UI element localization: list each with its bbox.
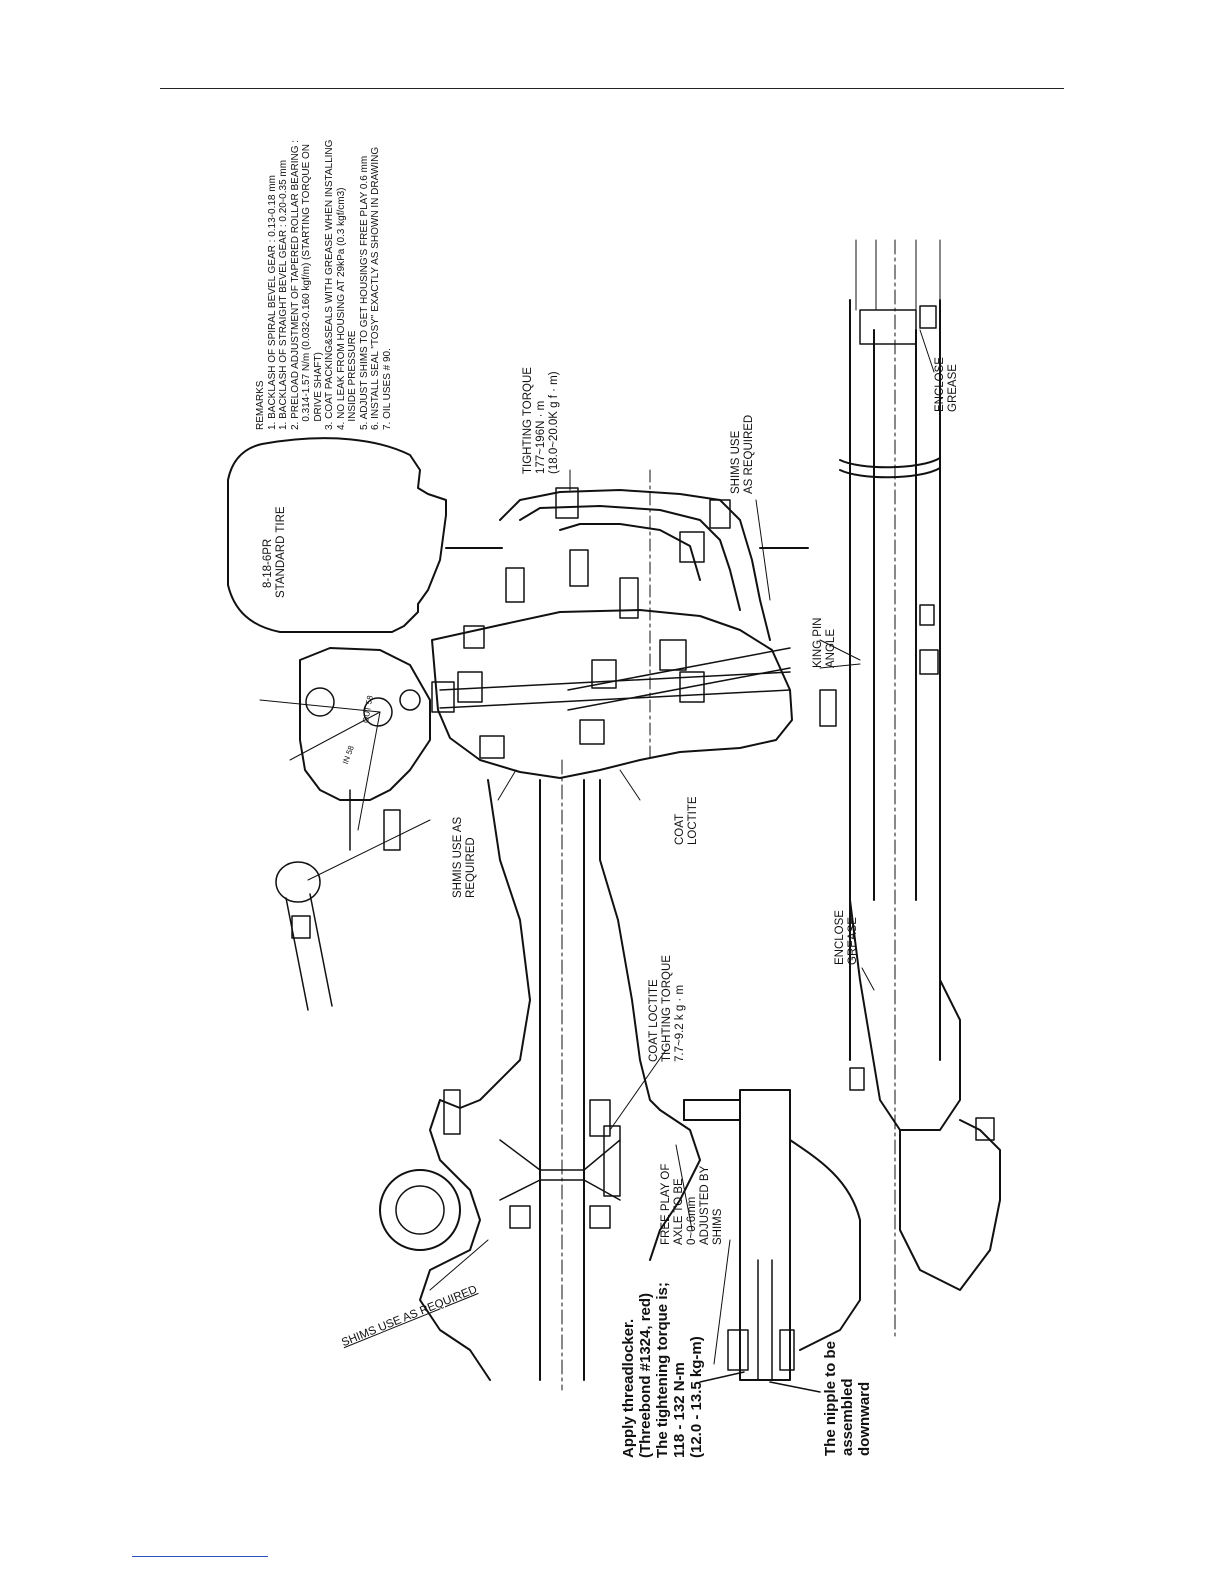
label-line: ADJUSTED BY bbox=[699, 1165, 711, 1245]
hub-housing bbox=[431, 609, 793, 779]
label-line: REQUIRED bbox=[465, 837, 477, 898]
remarks-item: 3. COAT PACKING&SEALS WITH GREASE WHEN I… bbox=[324, 139, 335, 430]
label-line: downward bbox=[856, 1381, 873, 1456]
remarks-item: 0.314-1.57 N/m (0.032-0.160 kgf/m) (STAR… bbox=[301, 143, 312, 430]
tighting-torque-top-label: TIGHTING TORQUE 177~196N · m (18.0~20.0K… bbox=[522, 367, 561, 474]
king-pin-angle-label: KING PIN ANGLE bbox=[812, 618, 838, 668]
remarks-block: REMARKS 1. BACKLASH OF SPIRAL BEVEL GEAR… bbox=[255, 140, 393, 430]
label-line: ANGLE bbox=[825, 629, 837, 668]
label-line: 7.7~9.2 k g · m bbox=[674, 984, 686, 1062]
tire-size: 8-18-6PR bbox=[262, 538, 274, 588]
label-line: (12.0 - 13.5 kg-m) bbox=[688, 1336, 705, 1458]
remarks-item: DRIVE SHAFT) bbox=[312, 352, 324, 430]
label-line: SHIMS USE bbox=[730, 430, 742, 494]
lower-hub bbox=[739, 1089, 791, 1381]
label-line: ENCLOSE bbox=[934, 357, 946, 412]
label-line: SHMIS USE AS bbox=[452, 816, 464, 898]
header-rule bbox=[160, 88, 1064, 89]
label-line: LOCTITE bbox=[687, 796, 699, 845]
coat-loctite-label: COAT LOCTITE bbox=[674, 796, 700, 845]
remarks-item: 2. PRELOAD ADJUSTMENT OF TAPERED ROLLAR … bbox=[289, 139, 301, 430]
label-line: KING PIN bbox=[812, 617, 824, 668]
upper-housing bbox=[499, 489, 771, 641]
nipple-note: The nipple to be assembled downward bbox=[822, 1341, 873, 1456]
remarks-title: REMARKS bbox=[255, 380, 266, 430]
tire-type: STANDARD TIRE bbox=[275, 506, 287, 598]
enclose-grease-right-label: ENCLOSE GREASE bbox=[934, 357, 960, 412]
torque-kgfm: (18.0~20.0K g f · m) bbox=[548, 371, 560, 474]
label-line: Apply threadlocker. bbox=[620, 1318, 637, 1458]
label-line: The tightening torque is; bbox=[654, 1282, 671, 1458]
steering-arm bbox=[299, 647, 431, 801]
label-line: COAT LOCTITE bbox=[648, 979, 660, 1062]
label-line: TIGHTING TORQUE bbox=[661, 955, 673, 1062]
footer-link-rule bbox=[132, 1556, 268, 1557]
remarks-item: 5. ADJUST SHIMS TO GET HOUSING'S FREE PL… bbox=[358, 155, 370, 430]
label-line: COAT bbox=[674, 813, 686, 845]
label-line: GREASE bbox=[947, 364, 959, 412]
remarks-item: 4. NO LEAK FROM HOUSING AT 29kPa (0.3 kg… bbox=[335, 187, 347, 430]
shims-top-label: SHIMS USE AS REQUIRED bbox=[730, 415, 756, 494]
tire-outline bbox=[227, 437, 447, 633]
differential-carrier bbox=[419, 1099, 491, 1381]
label-line: assembled bbox=[839, 1378, 856, 1456]
shmis-required-label: SHMIS USE AS REQUIRED bbox=[452, 817, 478, 898]
remarks-item: 1. BACKLASH OF SPIRAL BEVEL GEAR : 0.13-… bbox=[266, 175, 278, 430]
torque-nm: 177~196N · m bbox=[535, 400, 547, 474]
axle-housing bbox=[439, 779, 531, 1109]
label-line: 118 - 132 N-m bbox=[671, 1362, 688, 1458]
label-line: FREE PLAY OF bbox=[660, 1163, 672, 1245]
label-line: SHIMS bbox=[712, 1208, 724, 1245]
remarks-item: 1. BACKLASH OF STRAIGHT BEVEL GEAR : 0.2… bbox=[278, 159, 289, 430]
label-line: (Threebond #1324, red) bbox=[637, 1292, 654, 1458]
remarks-item: 7. OIL USES # 90. bbox=[381, 348, 393, 430]
threadlocker-note: Apply threadlocker. (Threebond #1324, re… bbox=[620, 1282, 705, 1458]
coat-loctite-torque-label: COAT LOCTITE TIGHTING TORQUE 7.7~9.2 k g… bbox=[648, 955, 687, 1062]
label-line: 0~0.6mm bbox=[686, 1196, 698, 1245]
remarks-item: 6. INSTALL SEAL "TOSY" EXACTLY AS SHOWN … bbox=[370, 146, 381, 430]
label-line: ENCLOSE bbox=[834, 910, 846, 965]
free-play-label: FREE PLAY OF AXLE TO BE 0~0.6mm ADJUSTED… bbox=[660, 1164, 725, 1245]
torque-heading: TIGHTING TORQUE bbox=[522, 367, 534, 474]
remarks-item: INSIDE PRESSURE bbox=[347, 330, 358, 430]
label-line: The nipple to be bbox=[822, 1341, 839, 1456]
label-line: AXLE TO BE bbox=[673, 1178, 685, 1245]
enclose-grease-mid-label: ENCLOSE GREASE bbox=[834, 910, 860, 965]
tire-label: 8-18-6PR STANDARD TIRE bbox=[262, 506, 288, 598]
label-line: AS REQUIRED bbox=[743, 414, 755, 494]
label-line: GREASE bbox=[847, 917, 859, 965]
